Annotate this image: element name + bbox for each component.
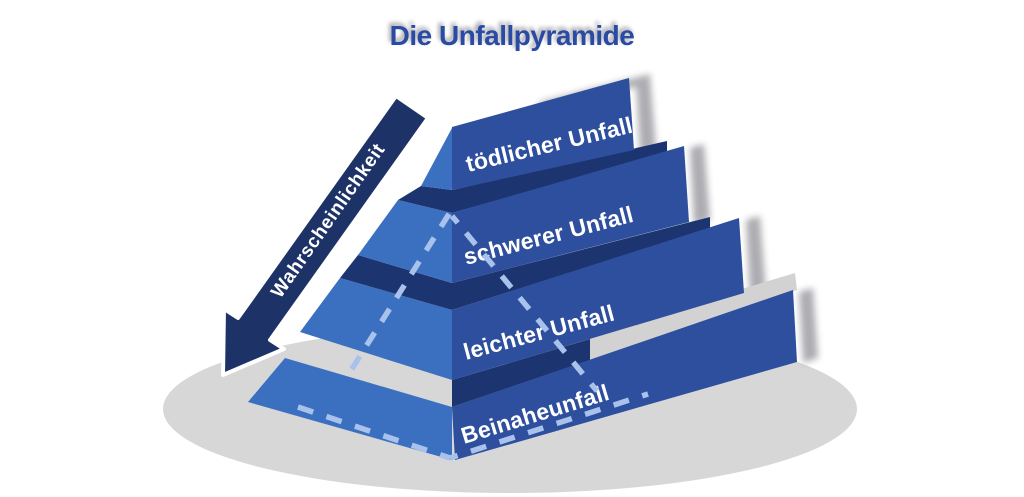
level1-side-face <box>421 128 452 190</box>
level4-front-band <box>452 290 797 460</box>
dashed-right-edge <box>449 214 600 393</box>
level3-top-face-left <box>340 255 452 310</box>
arrow-shape <box>221 94 430 377</box>
level1-front-band <box>452 78 634 190</box>
page-title: Die Unfallpyramide <box>389 20 635 51</box>
level4-side-face <box>248 358 452 460</box>
dashed-base-left <box>297 404 451 461</box>
level4-top-face-shaded <box>452 339 590 407</box>
level2-front-band <box>452 146 689 283</box>
hidden-edge-dashed-lines <box>297 212 649 461</box>
level3-side-face <box>300 278 452 380</box>
pyramid-level-schwerer-unfall: schwerer Unfall <box>358 141 689 283</box>
level2-top-face-right <box>452 141 667 213</box>
dashed-base-right <box>449 391 649 461</box>
level2-side-face <box>358 200 452 283</box>
level3-front-band <box>452 218 744 380</box>
dashed-left-edge <box>342 212 452 382</box>
level3-top-face-right <box>452 217 710 310</box>
pyramid-level-beinaheunfall: Beinaheunfall <box>248 273 797 460</box>
level2-top-face-left <box>398 186 452 213</box>
